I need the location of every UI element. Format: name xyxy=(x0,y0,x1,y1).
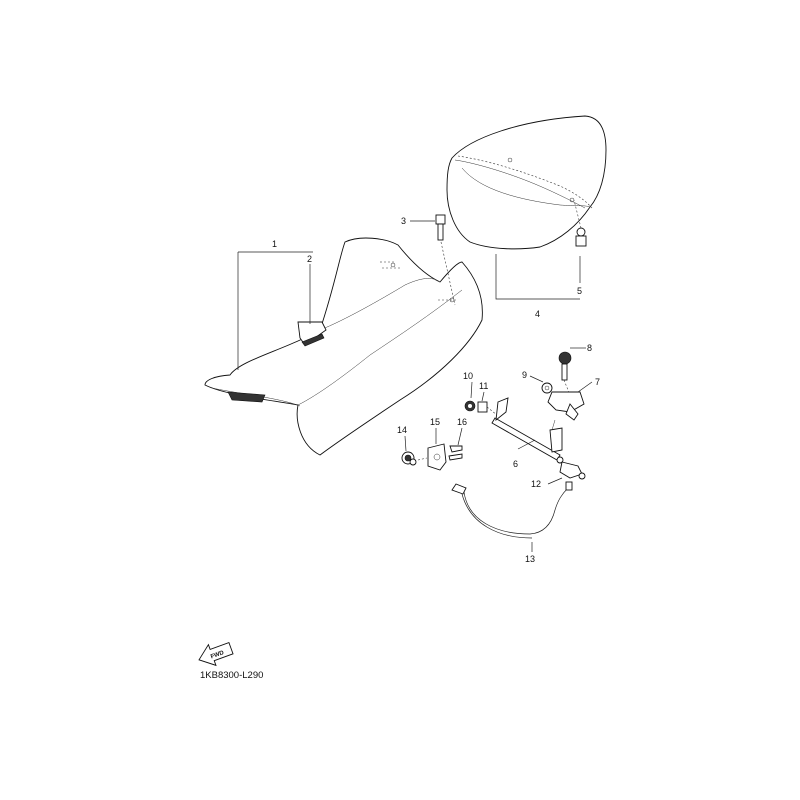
collars xyxy=(464,400,498,416)
leader-lines xyxy=(237,220,593,552)
callout-8: 8 xyxy=(587,343,592,353)
callout-11: 11 xyxy=(479,381,488,391)
callout-1: 1 xyxy=(272,239,277,249)
callout-15: 15 xyxy=(430,417,440,427)
damper xyxy=(573,199,587,247)
bolt xyxy=(435,214,456,306)
seat-lock-cable xyxy=(451,481,573,539)
key-cylinder-parts xyxy=(401,443,463,471)
callout-12: 12 xyxy=(531,479,541,489)
seat-strap xyxy=(297,321,327,347)
lock-shaft xyxy=(491,397,564,464)
callout-2: 2 xyxy=(307,254,312,264)
callout-labels: 1 2 3 4 5 6 7 8 9 10 11 12 13 14 15 16 xyxy=(272,216,600,564)
callout-6: 6 xyxy=(513,459,518,469)
callout-16: 16 xyxy=(457,417,467,427)
front-seat xyxy=(204,237,483,456)
forward-arrow-icon: FWD xyxy=(198,641,234,667)
callout-14: 14 xyxy=(397,425,407,435)
callout-3: 3 xyxy=(401,216,406,226)
callout-10: 10 xyxy=(463,371,473,381)
rear-seat xyxy=(446,115,607,250)
cable-clip xyxy=(559,461,586,480)
callout-13: 13 xyxy=(525,554,535,564)
callout-7: 7 xyxy=(595,377,600,387)
callout-9: 9 xyxy=(522,370,527,380)
diagram-code: 1KB8300-L290 xyxy=(200,670,263,681)
callout-5: 5 xyxy=(577,286,582,296)
fwd-label: FWD xyxy=(210,650,226,661)
callout-4: 4 xyxy=(535,309,540,319)
seat-lock-bracket xyxy=(541,351,585,421)
